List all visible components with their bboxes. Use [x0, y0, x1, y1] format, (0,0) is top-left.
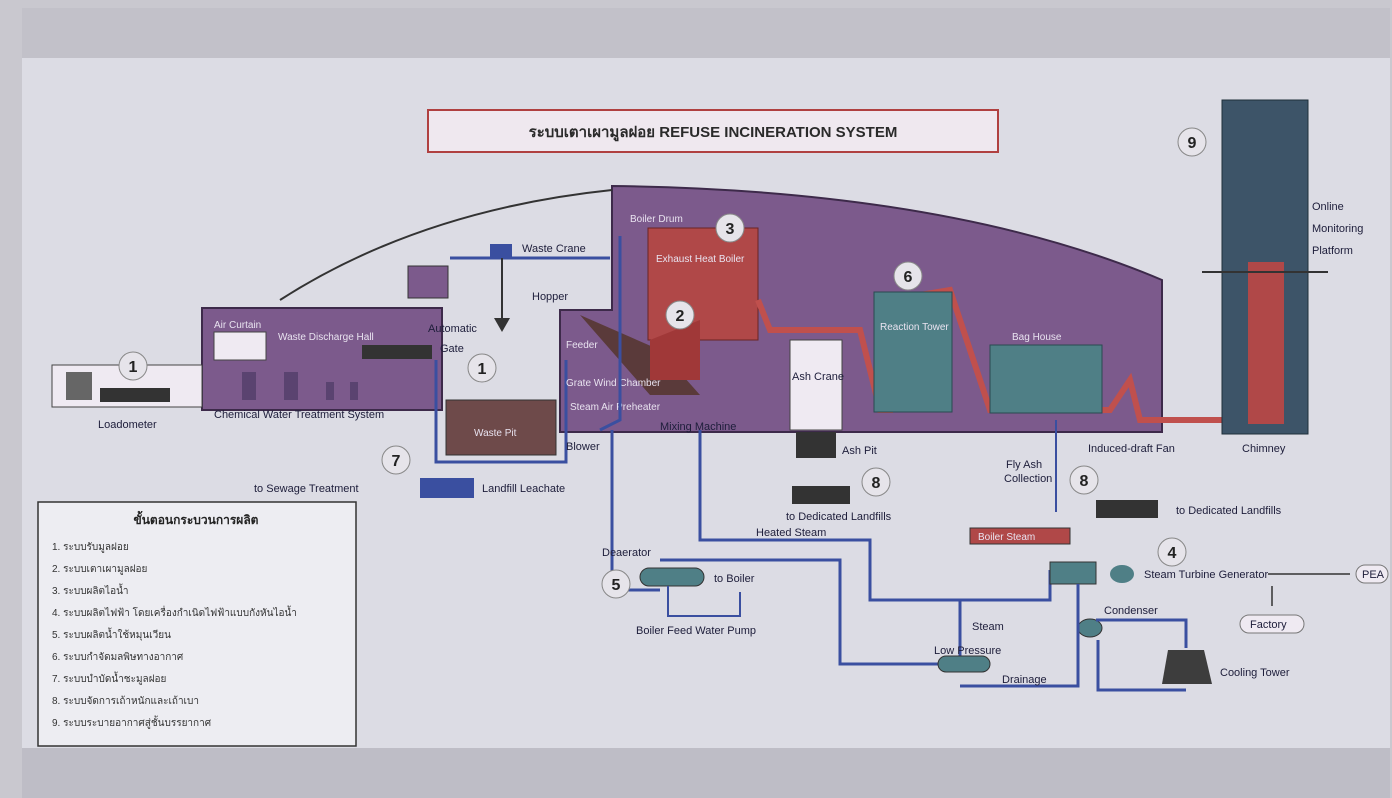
ash-crane — [789, 339, 843, 431]
legend-title: ขั้นตอนกระบวนการผลิต — [134, 510, 259, 527]
marker-8b: 8 — [1080, 473, 1089, 490]
legend-item: 2. ระบบเตาเผามูลฝอย — [52, 564, 147, 575]
gate-label: Gate — [440, 343, 464, 355]
marker-8a: 8 — [872, 475, 881, 492]
marker-1b: 1 — [478, 361, 487, 378]
turbine — [1049, 561, 1097, 585]
waste-pit-label: Waste Pit — [474, 428, 517, 439]
waste-pit — [445, 399, 557, 456]
marker-9: 9 — [1188, 135, 1197, 152]
mixing-machine-label: Mixing Machine — [660, 421, 736, 433]
air-preheater-label: Steam Air Preheater — [570, 402, 661, 413]
blower-label: Blower — [566, 441, 600, 453]
boiler-drum-label: Boiler Drum — [630, 214, 683, 225]
grate-label: Grate Wind Chamber — [566, 378, 661, 389]
process-legend: ขั้นตอนกระบวนการผลิต 1. ระบบรับมูลฝอย 2.… — [37, 501, 357, 747]
ash-crane-label: Ash Crane — [792, 371, 844, 383]
monitoring-label: Monitoring — [1312, 223, 1363, 235]
to-boiler-label: to Boiler — [714, 573, 755, 585]
marker-3: 3 — [726, 221, 735, 238]
automatic-label: Automatic — [428, 323, 477, 335]
turbine-label: Steam Turbine Generator — [1144, 569, 1268, 581]
feeder-label: Feeder — [566, 340, 598, 351]
deaerator — [639, 567, 705, 587]
deaerator-label: Deaerator — [602, 547, 651, 559]
legend-item: 3. ระบบผลิตไอน้ำ — [52, 583, 129, 597]
exhaust-heat-boiler — [647, 227, 759, 341]
online-label: Online — [1312, 201, 1344, 213]
cooling-tower — [1162, 650, 1212, 684]
bag-house — [989, 344, 1103, 414]
fly-ash-label: Fly Ash — [1006, 459, 1042, 471]
reaction-tower — [873, 291, 953, 413]
marker-7: 7 — [392, 453, 401, 470]
legend-item: 6. ระบบกำจัดมลพิษทางอากาศ — [52, 652, 184, 663]
loadometer-label: Loadometer — [98, 419, 157, 431]
collection-label: Collection — [1004, 473, 1052, 485]
heated-steam-label: Heated Steam — [756, 527, 826, 539]
legend-item: 8. ระบบจัดการเถ้าหนักและเถ้าเบา — [52, 695, 199, 707]
dedicated-landfill-2: to Dedicated Landfills — [1176, 505, 1282, 517]
marker-4: 4 — [1168, 545, 1177, 562]
steam-label: Steam — [972, 621, 1004, 633]
hopper-label: Hopper — [532, 291, 568, 303]
dedicated-landfill-1: to Dedicated Landfills — [786, 511, 892, 523]
legend-item: 7. ระบบบำบัดน้ำชะมูลฝอย — [52, 671, 166, 685]
platform-label: Platform — [1312, 245, 1353, 257]
chimney-label: Chimney — [1242, 443, 1286, 455]
bag-house-label: Bag House — [1012, 332, 1062, 343]
cooling-tower-label: Cooling Tower — [1220, 667, 1290, 679]
legend-item: 4. ระบบผลิตไฟฟ้า โดยเครื่องกำเนิดไฟฟ้าแบ… — [52, 605, 297, 619]
chemical-water-label: Chemical Water Treatment System — [214, 409, 384, 421]
marker-1a: 1 — [129, 359, 138, 376]
loadometer: Loadometer — [51, 364, 203, 431]
feed-pump-label: Boiler Feed Water Pump — [636, 625, 756, 637]
sewage-label: to Sewage Treatment — [254, 483, 359, 495]
marker-6: 6 — [904, 269, 913, 286]
marker-2: 2 — [676, 308, 685, 325]
page-title: ระบบเตาเผามูลฝอย REFUSE INCINERATION SYS… — [529, 124, 898, 142]
legend-item: 1. ระบบรับมูลฝอย — [52, 542, 129, 553]
factory-label: Factory — [1250, 619, 1287, 631]
step-markers: 1 1 2 3 4 5 6 7 8 8 9 — [118, 127, 1207, 599]
legend-item: 9. ระบบระบายอากาศสู่ชั้นบรรยากาศ — [52, 715, 212, 729]
low-pressure-label: Low Pressure — [934, 645, 1001, 657]
legend-item: 5. ระบบผลิตน้ำใช้หมุนเวียน — [52, 627, 171, 641]
boiler-label: Exhaust Heat Boiler — [656, 254, 745, 265]
title-box: ระบบเตาเผามูลฝอย REFUSE INCINERATION SYS… — [427, 109, 999, 153]
waste-crane-label: Waste Crane — [522, 243, 586, 255]
drainage-label: Drainage — [1002, 674, 1047, 686]
air-curtain-label: Air Curtain — [214, 320, 261, 331]
ash-pit-label: Ash Pit — [842, 445, 877, 457]
induced-fan-label: Induced-draft Fan — [1088, 443, 1175, 455]
marker-5: 5 — [612, 577, 621, 594]
pea-label: PEA — [1362, 569, 1385, 581]
boiler-steam-label: Boiler Steam — [978, 532, 1035, 543]
leachate-label: Landfill Leachate — [482, 483, 565, 495]
discharge-hall-label: Waste Discharge Hall — [278, 332, 374, 343]
reaction-tower-label: Reaction Tower — [880, 322, 949, 333]
condenser-label: Condenser — [1104, 605, 1158, 617]
